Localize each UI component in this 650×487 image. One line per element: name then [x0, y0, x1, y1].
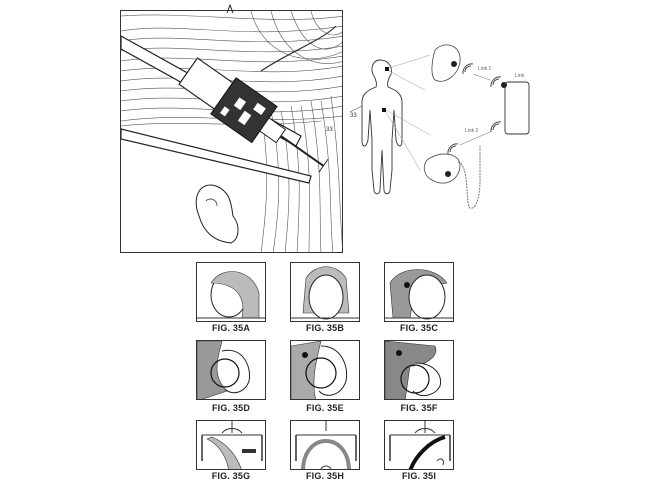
- fig-label-35h: FIG. 35H: [305, 471, 345, 481]
- fig-35i-panel: [384, 420, 454, 470]
- fig-label-35f: FIG. 35F: [400, 403, 438, 413]
- fig-35e-panel: [290, 340, 360, 400]
- system-diagram: Link 1 Link Link 2 33: [350, 40, 540, 220]
- fig-35h-panel: [290, 420, 360, 470]
- fig-label-35d: FIG. 35D: [211, 403, 251, 413]
- phone-ref: Link: [515, 73, 525, 79]
- fig-35b-panel: [290, 262, 360, 322]
- main-figure-panel: 33: [120, 10, 343, 253]
- fig-35a-panel: [196, 262, 266, 322]
- link2-label: Link 2: [465, 128, 479, 134]
- fig-35d-panel: [196, 340, 266, 400]
- ref-number: 33: [326, 127, 333, 133]
- body-ref: 33: [350, 113, 357, 119]
- fig-35c-panel: [384, 262, 454, 322]
- fig-label-35b: FIG. 35B: [305, 323, 345, 333]
- hair-clip-illustration: 33: [121, 11, 342, 252]
- link1-label: Link 1: [478, 66, 492, 72]
- fig-label-35i: FIG. 35I: [401, 471, 437, 481]
- fig-label-35c: FIG. 35C: [399, 323, 439, 333]
- fig-35f-panel: [384, 340, 454, 400]
- fig-35g-panel: [196, 420, 266, 470]
- fig-label-35a: FIG. 35A: [211, 323, 251, 333]
- fig-label-35g: FIG. 35G: [211, 471, 251, 481]
- fig-label-35e: FIG. 35E: [306, 403, 344, 413]
- break-mark-top: [226, 4, 234, 14]
